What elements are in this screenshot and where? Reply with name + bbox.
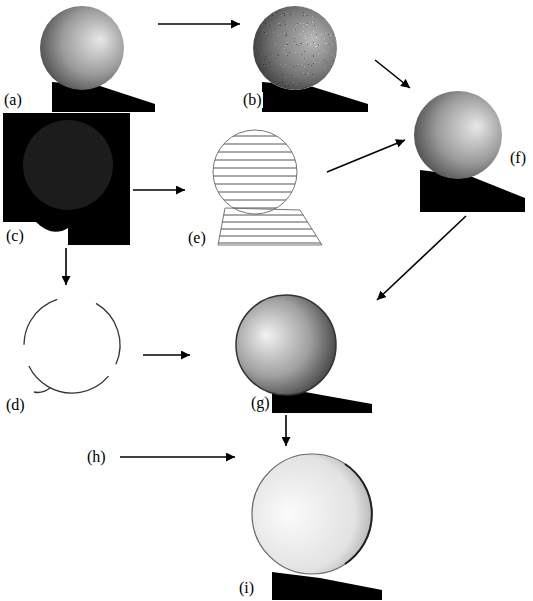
- outlined-sphere: [236, 295, 372, 413]
- hatched-sphere: [215, 236, 325, 237]
- hatched-sphere: [215, 215, 325, 243]
- image-panel: (e): [185, 122, 327, 250]
- hatched-sphere: [210, 152, 300, 153]
- dark-image: [23, 120, 113, 210]
- flow-arrow: [285, 415, 287, 446]
- hatched-sphere: [210, 176, 300, 177]
- panel-label: (i): [238, 580, 255, 596]
- pale-sphere: [252, 454, 372, 574]
- flow-arrow: [65, 248, 67, 285]
- image-panel: (c): [3, 113, 133, 248]
- hatched-sphere: [215, 222, 325, 223]
- outlined-sphere: [236, 295, 336, 395]
- image-panel: (f): [405, 88, 529, 216]
- hatched-sphere: [210, 136, 300, 137]
- edge-contour: [6, 279, 137, 410]
- hatched-sphere: [215, 215, 325, 216]
- edge-contour: [34, 388, 50, 393]
- panel-label: (e): [187, 230, 207, 246]
- image-panel: (a): [0, 0, 158, 112]
- hatched-sphere: [210, 130, 325, 245]
- flow-arrow: [143, 354, 190, 356]
- panel-label: (c): [5, 228, 25, 244]
- hatched-sphere: [215, 229, 325, 230]
- dark-image: [3, 113, 130, 245]
- hatched-sphere: [213, 130, 297, 214]
- smoothed-sphere: [414, 91, 502, 179]
- image-panel: (g): [190, 285, 377, 415]
- shaded-sphere: [40, 6, 124, 90]
- pale-sphere: [252, 454, 382, 600]
- edge-contour: [6, 279, 137, 410]
- hatched-sphere: [215, 243, 325, 244]
- panel-label: (a): [3, 92, 23, 108]
- hatched-sphere: [210, 200, 300, 201]
- flow-arrow: [377, 216, 466, 300]
- noisy-sphere: [262, 82, 368, 112]
- pale-sphere: [272, 572, 382, 600]
- flow-arrow: [375, 60, 410, 88]
- hatched-sphere: [218, 208, 322, 245]
- panel-label: (h): [86, 449, 107, 465]
- image-panel: (h): [80, 445, 120, 469]
- hatched-sphere: [210, 144, 300, 145]
- flow-arrow: [327, 140, 405, 172]
- hatched-sphere: [210, 168, 300, 169]
- pale-sphere: [345, 464, 372, 564]
- flow-arrow: [133, 189, 185, 191]
- hatched-sphere: [210, 192, 300, 193]
- image-panel: (b): [240, 0, 375, 112]
- panel-label: (d): [5, 397, 26, 413]
- hatched-sphere: [210, 184, 300, 185]
- noisy-sphere: [253, 6, 337, 90]
- noisy-sphere: [253, 6, 368, 112]
- flow-arrow: [120, 456, 235, 458]
- image-panel: (i): [235, 446, 387, 601]
- shaded-sphere: [40, 6, 155, 112]
- dark-image: [3, 113, 130, 245]
- panel-label: (g): [250, 395, 271, 411]
- hatched-sphere: [210, 160, 300, 161]
- image-panel: (d): [3, 285, 143, 415]
- hatched-sphere: [210, 136, 300, 208]
- dark-image: [3, 222, 68, 245]
- panel-label: (b): [242, 92, 263, 108]
- flow-arrow: [158, 23, 240, 25]
- panel-label: (f): [509, 150, 527, 166]
